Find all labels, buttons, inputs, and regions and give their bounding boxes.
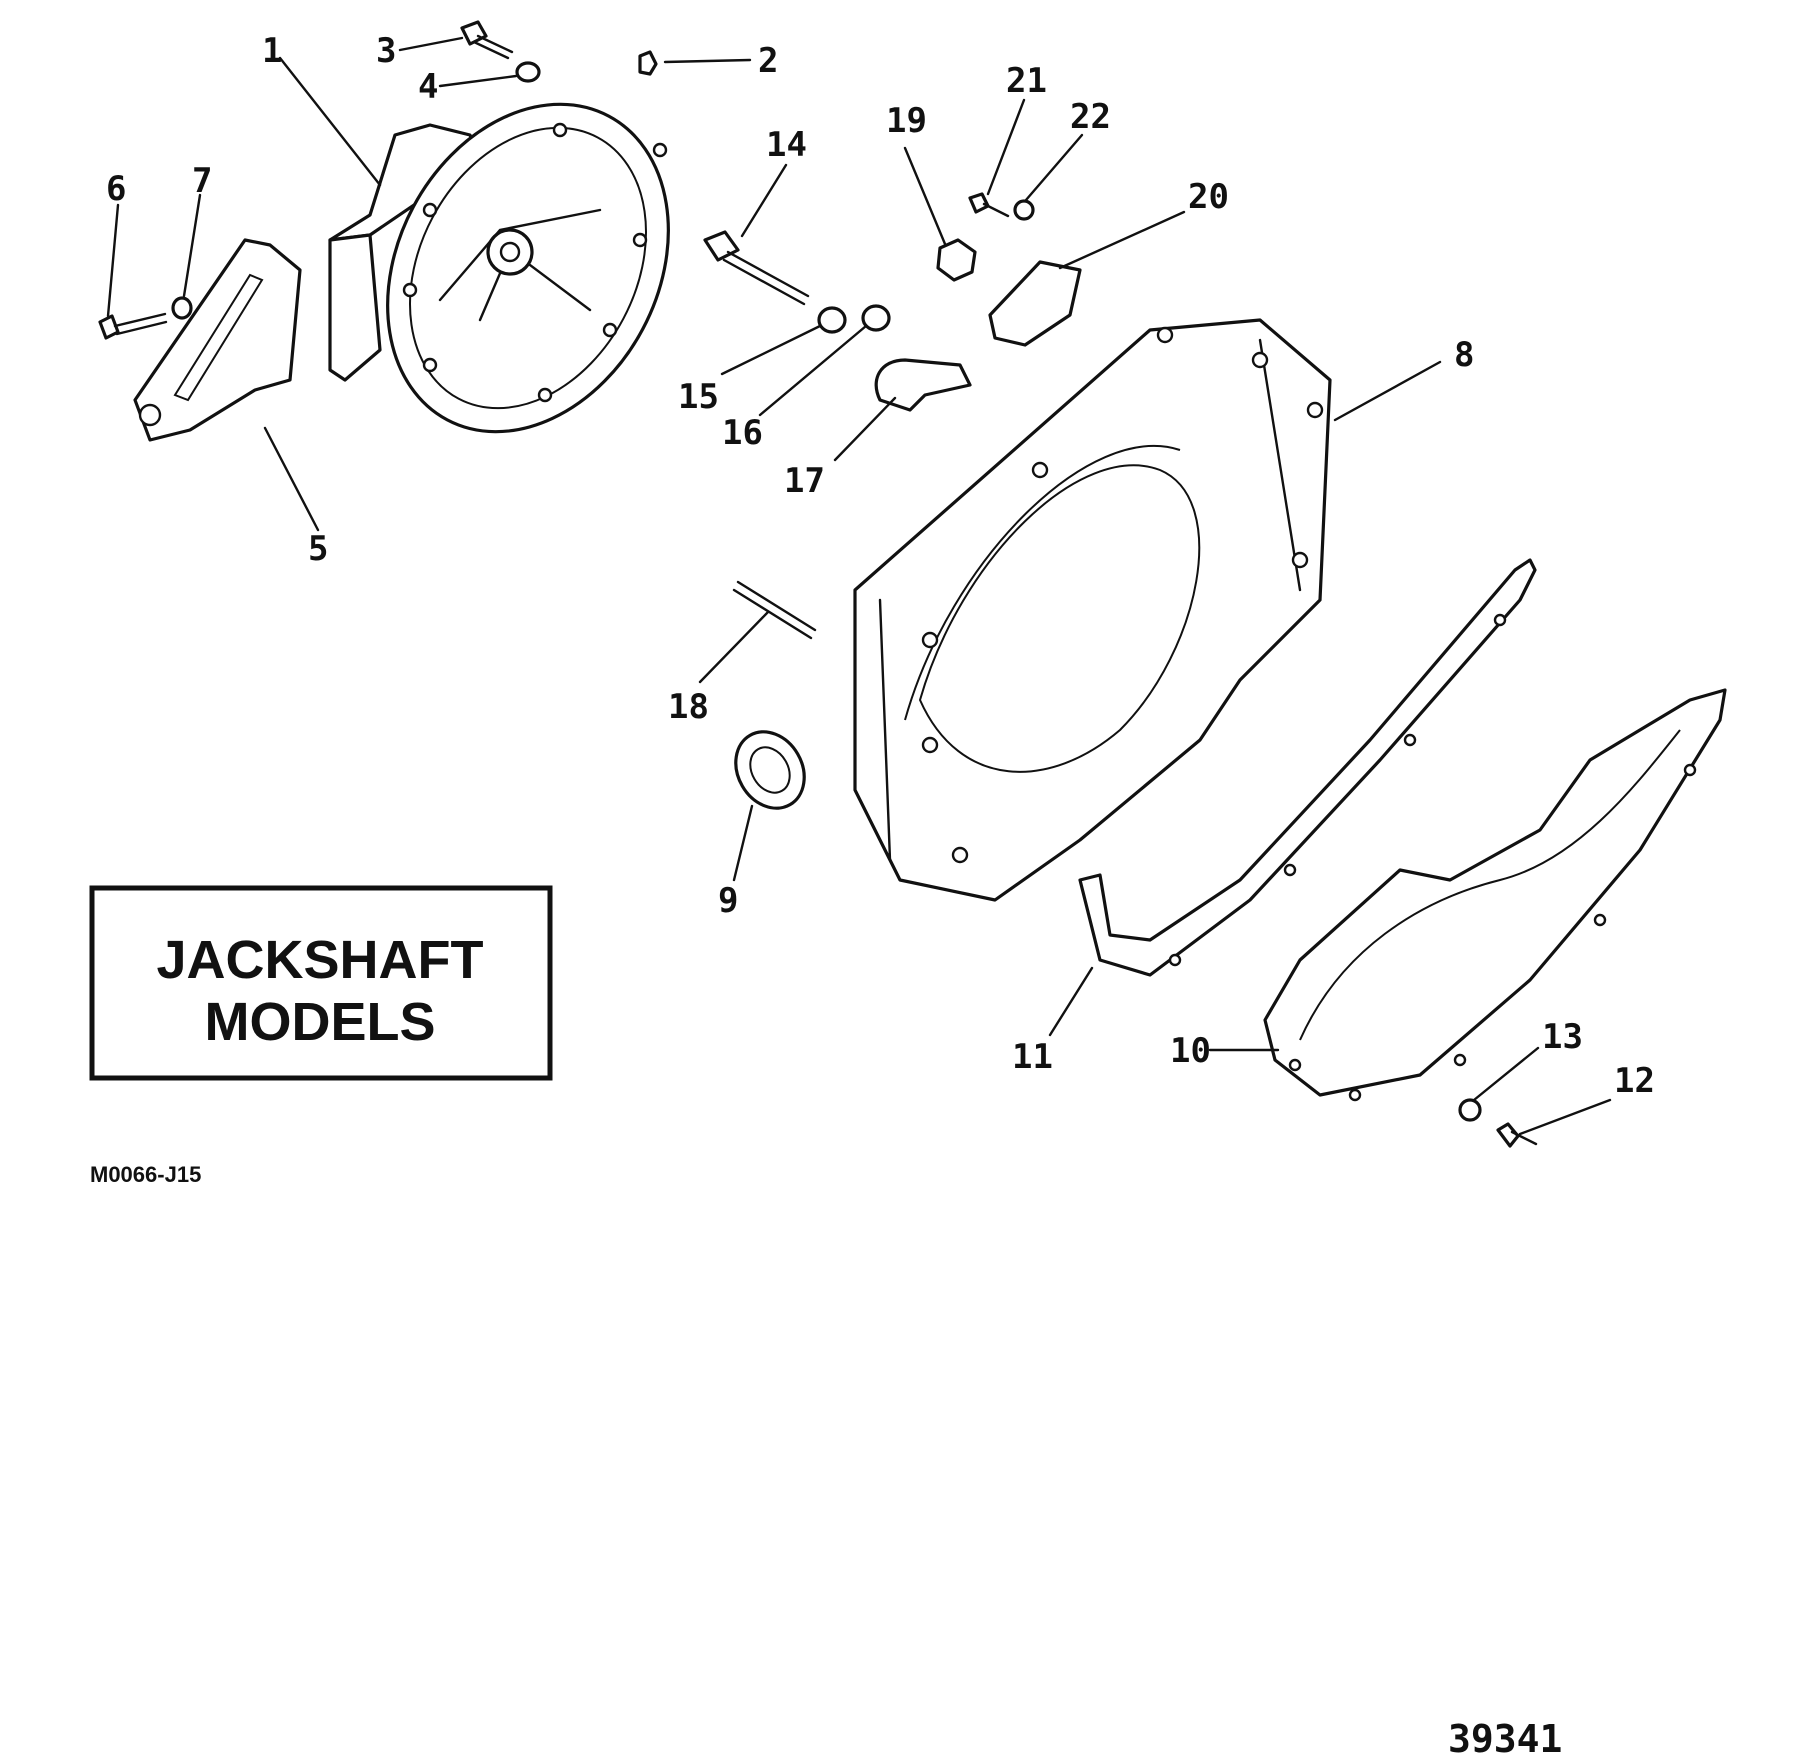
bolt-3	[460, 20, 514, 60]
callout-9: 9	[718, 881, 738, 921]
bolt-6	[98, 312, 168, 340]
grease-fitting-2	[638, 50, 658, 76]
callout-8: 8	[1454, 335, 1474, 375]
washer-7	[171, 296, 193, 320]
label-line-2: MODELS	[204, 992, 435, 1052]
callout-14: 14	[766, 125, 807, 165]
callout-4: 4	[418, 67, 438, 107]
label-line-1: JACKSHAFT	[156, 930, 483, 990]
bolt-12	[1496, 1122, 1538, 1148]
flywheel-housing	[853, 318, 1332, 902]
callout-16: 16	[722, 413, 763, 453]
screw-21	[968, 192, 1010, 218]
callout-7: 7	[192, 161, 212, 201]
leader-lines	[106, 36, 1612, 1136]
washer-15	[817, 306, 847, 334]
callout-20: 20	[1188, 177, 1229, 217]
washer-13	[1458, 1098, 1482, 1122]
stud-18	[732, 580, 817, 640]
callout-17: 17	[784, 461, 825, 501]
callout-numbers: 1 2 3 4 5 6 7 8 9 10 11 12 13 14 15 16 1…	[106, 31, 1655, 1101]
callout-11: 11	[1012, 1037, 1053, 1077]
bolt-14	[703, 230, 810, 306]
callout-12: 12	[1614, 1061, 1655, 1101]
callout-3: 3	[376, 31, 396, 71]
callout-21: 21	[1006, 61, 1047, 101]
model-label-box: JACKSHAFT MODELS	[89, 885, 553, 1081]
callout-2: 2	[758, 41, 778, 81]
callout-6: 6	[106, 169, 126, 209]
callout-19: 19	[886, 101, 927, 141]
cover-plate-20	[988, 260, 1082, 347]
cable-clip-17	[874, 358, 972, 412]
washer-4	[515, 61, 541, 83]
callout-10: 10	[1170, 1031, 1211, 1071]
callout-22: 22	[1070, 97, 1111, 137]
callout-15: 15	[678, 377, 719, 417]
figure-number: 39341	[1448, 1717, 1562, 1761]
washer-22	[1013, 199, 1035, 221]
inspection-cover-plate	[1263, 688, 1727, 1102]
washer-16	[861, 304, 891, 332]
callout-1: 1	[262, 31, 282, 71]
adapter-housing	[328, 102, 670, 434]
oil-seal-9	[734, 730, 806, 810]
callout-18: 18	[668, 687, 709, 727]
support-bracket	[133, 238, 302, 442]
nut-19	[936, 238, 977, 282]
callout-5: 5	[308, 529, 328, 569]
drawing-code: M0066-J15	[90, 1162, 201, 1187]
housing-gasket	[1078, 558, 1537, 977]
callout-13: 13	[1542, 1017, 1583, 1057]
